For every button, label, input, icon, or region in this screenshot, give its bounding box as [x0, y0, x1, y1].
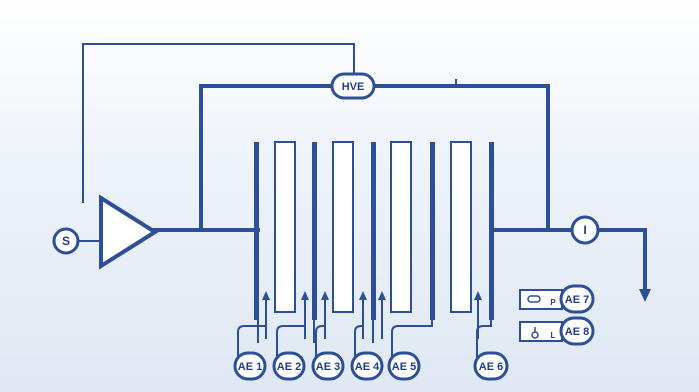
- hve-node: [330, 72, 376, 100]
- level-sensor-icon: [531, 331, 539, 339]
- arrow-wire: [597, 228, 647, 294]
- ae6-label: AE 6: [479, 361, 503, 373]
- ae8-node: [559, 316, 595, 346]
- cell-1: [274, 141, 296, 313]
- ae2-node: [272, 351, 306, 381]
- l-label: L: [551, 331, 556, 340]
- plate-2: [312, 142, 317, 320]
- plate-5: [489, 142, 494, 320]
- hve-label: HVE: [342, 81, 365, 93]
- ae-connection-loops: [237, 319, 492, 361]
- cell-4: [450, 141, 472, 313]
- ae5-node: [387, 351, 421, 381]
- ae7-node: [559, 284, 595, 314]
- i-node: [570, 215, 600, 245]
- ae6-node: [473, 351, 509, 381]
- i-label: I: [583, 223, 586, 237]
- plate-4: [430, 142, 435, 320]
- ae4-node: [350, 351, 384, 381]
- ae1-label: AE 1: [238, 361, 262, 373]
- level-sensor-box: [519, 321, 563, 342]
- ae-probes: [262, 291, 482, 339]
- ae3-node: [311, 351, 345, 381]
- plate-3: [371, 142, 376, 320]
- ae4-label: AE 4: [355, 361, 380, 373]
- cell-2: [332, 141, 354, 313]
- pressure-sensor-icon: [527, 295, 541, 303]
- ae1-node: [233, 351, 267, 381]
- amplifier-triangle: [99, 194, 159, 270]
- s-label: S: [62, 234, 70, 248]
- pressure-sensor-box: [519, 289, 563, 310]
- ae8-label: AE 8: [565, 326, 589, 338]
- output-arrow-head: [639, 289, 651, 302]
- plate-1: [254, 142, 259, 320]
- ae5-label: AE 5: [392, 361, 416, 373]
- ae2-label: AE 2: [277, 361, 301, 373]
- cell-3: [390, 141, 412, 313]
- p-label: P: [550, 298, 556, 307]
- ae3-label: AE 3: [316, 361, 340, 373]
- ae7-label: AE 7: [565, 294, 589, 306]
- s-node: [52, 227, 80, 255]
- feedback-wire: [82, 43, 355, 203]
